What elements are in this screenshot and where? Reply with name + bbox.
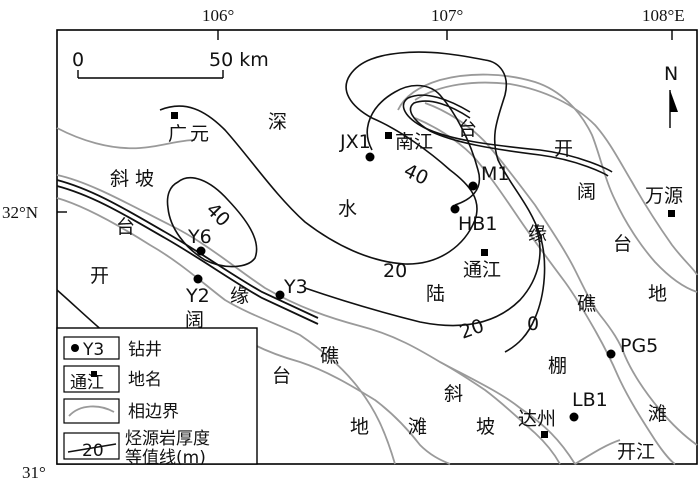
contour-label-40-right: 40 [400,160,431,190]
contour-label-0: 0 [527,313,539,335]
contour-40-left [166,176,258,268]
well-y2 [193,274,203,284]
well-label-y2: Y2 [185,285,210,307]
lon-108-label: 108°E [642,6,685,25]
facies-boundaries [56,73,698,465]
place-dazhou: 达州 [518,408,556,430]
legend-place-swatch [63,365,120,393]
well-y3 [275,290,285,300]
legend-well-label: 钻井 [128,340,162,360]
zone-shen: 深 [268,111,287,133]
place-kaijiang: 开江 [617,441,655,463]
well-label-jx1: JX1 [339,131,371,153]
zone-yuan-ne: 缘 [528,223,547,245]
legend-contour-label2: 等值线(m) [125,448,206,468]
lon-106-label: 106° [202,6,234,25]
place-nanjiang: 南江 [395,131,433,153]
contour-lines [56,51,613,386]
well-markers [193,152,616,422]
scale-zero: 0 [72,49,84,71]
legend-frame [56,327,258,465]
zone-tan-mid: 滩 [408,416,427,438]
zone-shui: 水 [338,198,357,220]
well-pg5 [606,349,616,359]
place-tongjiang: 通江 [463,259,501,281]
legend-contour-line [67,443,117,453]
zone-peng: 棚 [548,355,567,377]
zone-kai-ne: 开 [554,138,573,160]
lon-107-label: 107° [431,6,463,25]
place-wanyuan: 万源 [645,185,683,207]
scale-fifty: 50 km [209,49,269,71]
zone-jiao-e: 礁 [577,293,596,315]
zone-xiepo-top: 斜 坡 [110,168,154,190]
legend-facies-line [68,405,115,417]
well-label-m1: M1 [481,163,509,185]
zone-kai-left: 开 [90,265,109,287]
zone-tai-mid: 台 [272,365,291,387]
well-hb1 [450,204,460,214]
legend-place-sym: 通江 [70,373,104,393]
place-markers [171,112,675,438]
legend-contour-swatch [63,432,120,460]
well-y6 [196,246,206,256]
zone-yuan: 元 [190,123,209,145]
contour-0 [484,59,546,353]
zone-kuo-left: 阔 [185,309,204,331]
lat-32-label: 32°N [2,203,38,222]
map-frame [56,29,698,465]
legend-well-sym: Y3 [82,340,104,360]
zone-tai-ne: 台 [458,118,477,140]
place-marker-guangyuan [171,112,178,119]
zone-po: 坡 [476,416,495,438]
contour-label-20-bottom: 20 [457,315,487,344]
contour-40-right [366,84,481,206]
contour-20 [159,51,486,265]
zone-tai-left: 台 [116,216,135,238]
legend-contour-label1: 烃源岩厚度 [125,429,210,449]
legend-facies-swatch [63,398,120,424]
contour-label-20-top: 20 [383,260,407,282]
legend-place-square [91,371,97,377]
well-label-hb1: HB1 [458,213,497,235]
lat-31-label: 31° [22,463,46,482]
zone-di-e: 地 [648,283,667,305]
well-label-y3: Y3 [283,276,308,298]
zone-guang: 广 [168,123,187,145]
north-arrow [669,90,678,128]
zone-tai-e: 台 [613,233,632,255]
place-marker-nanjiang [385,132,392,139]
zone-kuo-ne: 阔 [577,181,596,203]
legend-well-dot [71,344,79,352]
zone-di-mid: 地 [350,416,369,438]
legend-facies-label: 相边界 [128,402,179,422]
place-marker-tongjiang [481,249,488,256]
zone-lu: 陆 [426,283,445,305]
zone-xie: 斜 [444,383,463,405]
north-label: N [664,63,678,85]
legend-place-label: 地名 [128,370,162,390]
well-lb1 [569,412,579,422]
well-label-lb1: LB1 [572,389,608,411]
contour-20-lower [304,224,541,327]
well-label-pg5: PG5 [620,335,658,357]
zone-yuan-left: 缘 [230,285,249,307]
legend: Y3 钻井 通江 地名 相边界 20 烃源岩厚度 等值线(m) [56,327,258,468]
well-label-y6: Y6 [187,226,212,248]
legend-contour-sym: 20 [82,441,104,461]
zone-jiao-mid: 礁 [320,345,339,367]
well-m1 [468,181,478,191]
place-marker-dazhou [541,431,548,438]
place-marker-wanyuan [668,210,675,217]
graticule-ticks [57,30,673,213]
zone-tan-e: 滩 [648,403,667,425]
legend-well-swatch [63,336,120,360]
well-jx1 [365,152,375,162]
scale-bar [77,70,224,79]
